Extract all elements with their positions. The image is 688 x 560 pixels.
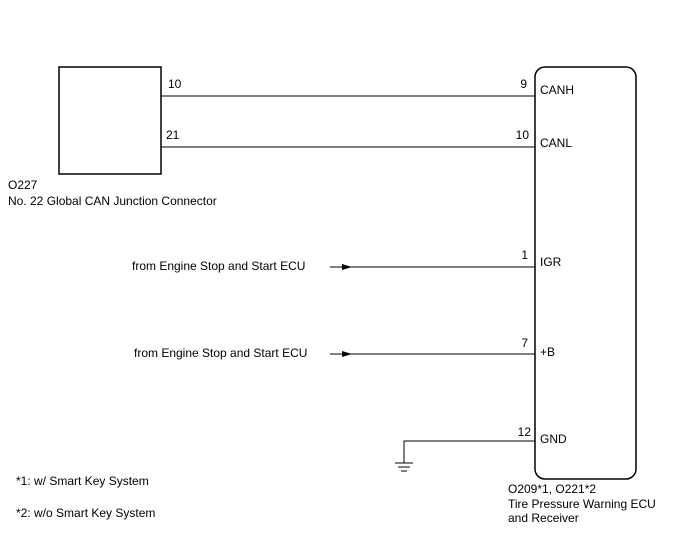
ecu-pin-number-b: 7: [521, 336, 528, 350]
ecu-codes: O209*1, O221*2: [508, 482, 596, 496]
ecu-pin-label-canl: CANL: [540, 136, 572, 150]
ecu-pin-label-gnd: GND: [540, 432, 567, 446]
junction-pin-21: 21: [166, 128, 180, 142]
junction-connector-box: [58, 66, 162, 175]
footnote-1: *1: w/ Smart Key System: [16, 474, 149, 488]
igr-arrow-icon: [342, 264, 352, 270]
ecu-name-line1: Tire Pressure Warning ECU: [508, 497, 656, 511]
junction-pin-10: 10: [168, 77, 182, 91]
ecu-pin-label-igr: IGR: [540, 255, 562, 269]
igr-source-label: from Engine Stop and Start ECU: [132, 259, 305, 273]
ecu-pin-label-b: +B: [540, 345, 555, 359]
junction-name: No. 22 Global CAN Junction Connector: [8, 194, 217, 208]
ecu-name-line2: and Receiver: [508, 511, 579, 525]
ground-icon: [395, 462, 413, 472]
ecu-pin-number-canl: 10: [516, 128, 530, 142]
footnote-2: *2: w/o Smart Key System: [16, 506, 155, 520]
ecu-box: [534, 66, 637, 480]
gnd-wire: [403, 440, 535, 463]
ecu-pin-number-igr: 1: [521, 248, 528, 262]
b-arrow-icon: [342, 351, 352, 357]
ecu-pin-number-gnd: 12: [518, 425, 532, 439]
ecu-pin-number-canh: 9: [520, 77, 527, 91]
ecu-pin-label-canh: CANH: [540, 83, 574, 97]
junction-code: O227: [8, 178, 38, 192]
b-source-label: from Engine Stop and Start ECU: [134, 346, 307, 360]
